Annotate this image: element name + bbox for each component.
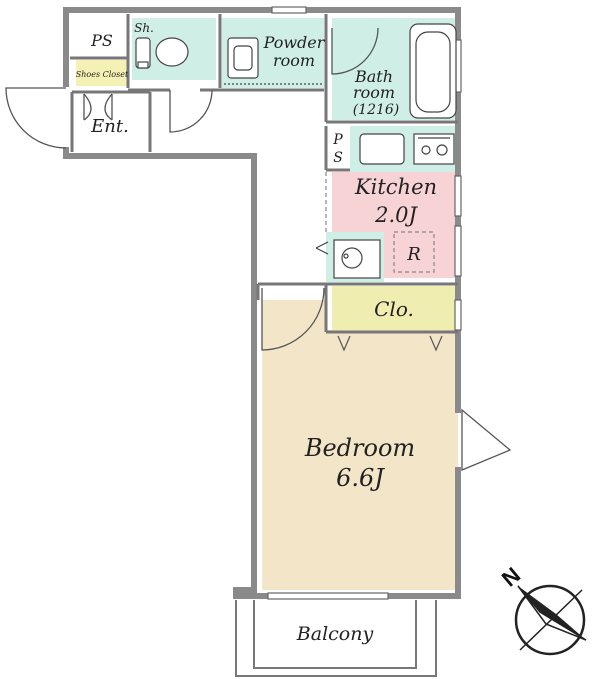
bath-room-label-2: room — [353, 83, 395, 102]
wash-basin — [224, 37, 322, 85]
shoes-closet-area — [76, 60, 128, 86]
entrance-label: Ent. — [90, 116, 129, 137]
bathtub — [409, 23, 457, 119]
compass-needle-dark — [518, 586, 586, 640]
compass-needle-light — [517, 585, 587, 641]
ps-kitchen-label-1: P — [332, 132, 343, 148]
north-label: N — [497, 562, 525, 591]
dashed-lines — [325, 172, 435, 273]
ps-top-label: PS — [90, 31, 113, 50]
bath-size-label: (1216) — [353, 102, 400, 118]
kitchen-label: Kitchen — [354, 175, 437, 199]
closet-door-marks — [337, 335, 443, 352]
bedroom-label: Bedroom — [304, 434, 415, 462]
bath-room-label-1: Bath — [354, 67, 393, 86]
kitchen-sink — [359, 133, 405, 165]
toilet — [135, 37, 189, 69]
closet-label: Clo. — [374, 297, 414, 321]
stove — [413, 133, 455, 165]
bedroom-size-label: 6.6J — [336, 464, 385, 492]
shoes-closet-label: Shoes Closet — [76, 70, 129, 79]
windows — [267, 6, 462, 600]
powder-room-label-2: room — [273, 51, 315, 70]
powder-room-label-1: Powder — [263, 33, 326, 52]
partitions — [70, 14, 458, 334]
shower-label: Sh. — [134, 21, 154, 35]
ps-kitchen-label-2: S — [333, 150, 343, 166]
washing-machine — [315, 239, 381, 279]
kitchen-size-label: 2.0J — [374, 203, 418, 227]
doors — [5, 27, 512, 471]
balcony-label: Balcony — [296, 623, 374, 645]
compass: N — [497, 562, 587, 656]
bedroom-area — [262, 330, 458, 590]
fridge-label: R — [406, 244, 421, 265]
balcony — [235, 600, 437, 677]
closet-area — [332, 286, 458, 330]
bedroom-upper-area — [262, 300, 325, 330]
